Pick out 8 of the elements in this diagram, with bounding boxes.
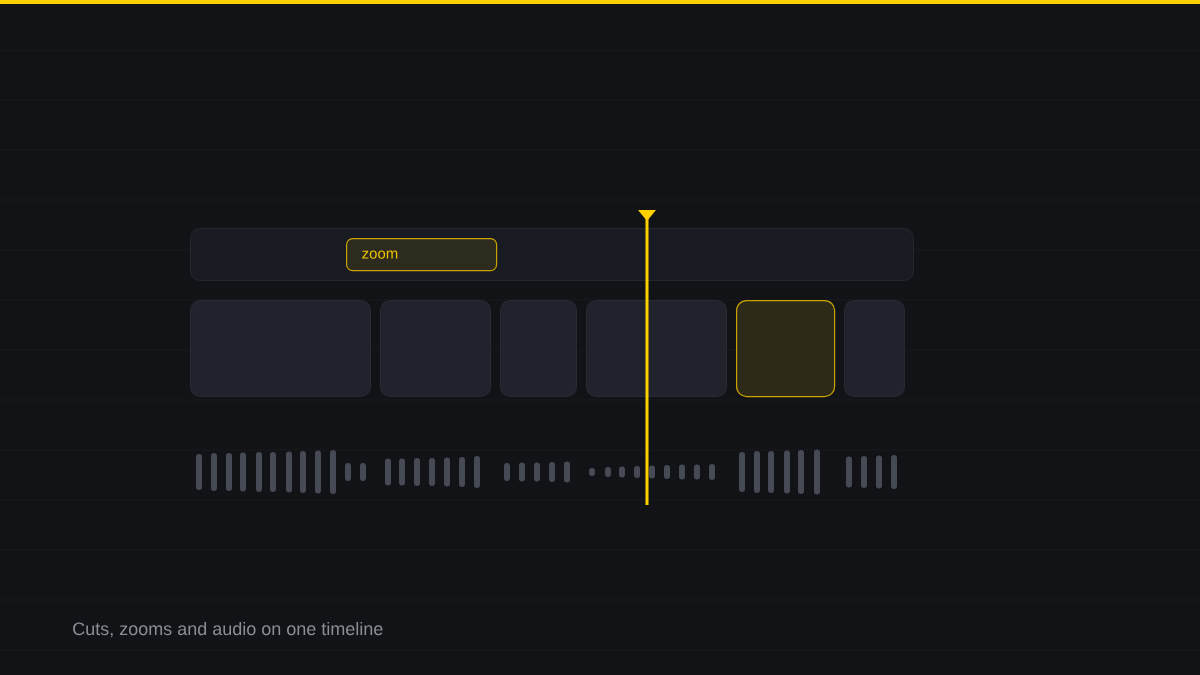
clip-box — [844, 300, 905, 397]
timeline-clip: zoom — [346, 238, 498, 272]
clip-box — [190, 300, 371, 397]
clip-box — [500, 300, 577, 397]
caption: Cuts, zooms and audio on one timeline — [73, 621, 383, 638]
clip-box — [586, 300, 727, 397]
clip-box — [380, 300, 491, 397]
clip-box — [736, 300, 836, 398]
